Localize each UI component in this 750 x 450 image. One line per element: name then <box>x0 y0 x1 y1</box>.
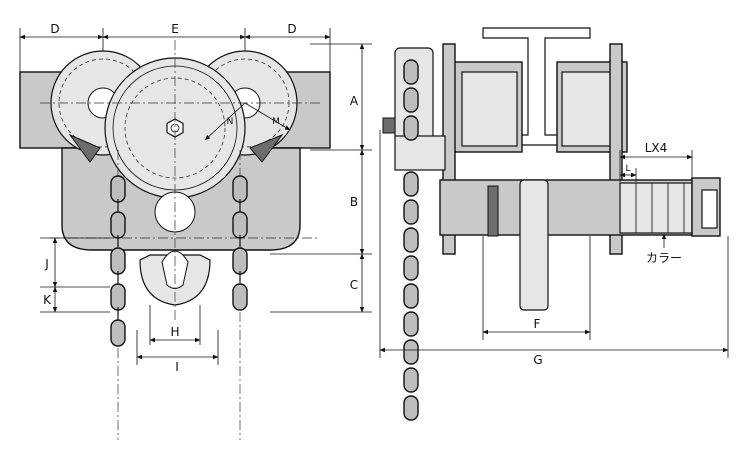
side-view <box>270 27 729 421</box>
dim-label-lx4: LX4 <box>645 141 668 155</box>
collar-label: カラー <box>646 251 682 265</box>
right-bracket <box>249 133 284 163</box>
dim-label-n: N <box>227 117 234 127</box>
dim-label-m: M <box>272 117 280 127</box>
dim-label-i: I <box>175 360 179 374</box>
dim-label-c: C <box>350 278 358 292</box>
left-bracket <box>68 133 101 163</box>
side-hand-chain <box>403 59 419 421</box>
dim-label-l: L <box>625 164 630 174</box>
dim-label-d-right: D <box>287 22 296 36</box>
dim-label-a: A <box>350 94 359 108</box>
dim-label-g: G <box>533 353 542 367</box>
dim-label-h: H <box>170 325 179 339</box>
gear-box <box>394 135 446 171</box>
dim-label-k: K <box>43 293 52 307</box>
dim-label-f: F <box>534 317 541 331</box>
collar <box>619 182 693 234</box>
dim-label-b: B <box>350 195 358 209</box>
suspension-arm <box>519 179 549 311</box>
dim-label-e: E <box>171 22 179 36</box>
right-hand-chain <box>232 175 248 311</box>
dim-label-j: J <box>44 257 49 271</box>
dim-label-d-left: D <box>50 22 59 36</box>
left-hand-chain <box>110 175 126 347</box>
front-view <box>19 28 331 440</box>
